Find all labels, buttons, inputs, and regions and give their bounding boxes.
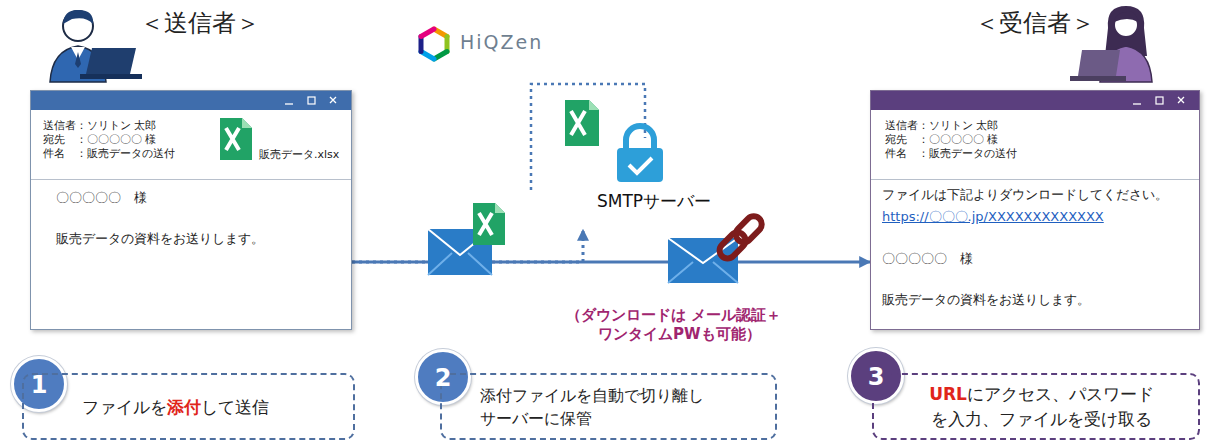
body-text: ファイルは下記よりダウンロードしてください。 [882,187,1168,203]
logo-mark [421,29,447,59]
excel-icon [473,203,505,245]
body-text: 〇〇〇〇〇 様 [56,190,147,206]
role-label: ＜送信者＞ [140,8,260,38]
step-number-text: 3 [851,363,901,392]
server-label: SMTPサーバー [597,191,711,211]
body-text: 〇〇〇〇〇 様 [882,251,973,267]
lock-icon [617,126,663,182]
header-text: 宛先 ：〇〇〇〇〇 様 [43,133,157,146]
step-number-text: 2 [418,364,468,393]
step-number: 2 [415,349,471,405]
separator [31,179,351,180]
header-text: 宛先 ：〇〇〇〇〇 様 [885,133,999,146]
file-name: 販売データ.xlsx [259,148,339,161]
header-text: 件名 ：販売データの送付 [43,147,175,160]
body-text: 販売データの資料をお送りします。 [882,292,1090,308]
title-bar [871,91,1199,110]
step-box: URLにアクセス、パスワード を入力、ファイルを受け取る [872,373,1200,440]
separator [871,179,1199,180]
step-box: ファイルを添付して送信 [22,373,355,440]
server-cloud: SMTPサーバー [478,48,763,230]
logo-text: HiQZen [460,31,543,55]
excel-icon [565,100,599,146]
header-text: 送信者：ソリトン 太郎 [43,119,157,132]
role-label: ＜受信者＞ [975,8,1095,38]
email-window: 送信者：ソリトン 太郎宛先 ：〇〇〇〇〇 様件名 ：販売データの送付ファイルは下… [870,90,1200,330]
body-text: 販売データの資料をお送りします。 [56,231,264,247]
header-text: 送信者：ソリトン 太郎 [885,119,999,132]
step-number-text: 1 [14,371,64,400]
title-bar [31,91,351,110]
step-text: 添付ファイルを自動で切り離し サーバーに保管 [480,384,735,430]
link-icon [716,213,765,262]
link-text: https://〇〇〇.jp/XXXXXXXXXXXXX [882,209,1104,225]
excel-icon [220,118,252,160]
step-text: ファイルを添付して送信 [82,397,269,417]
header-text: 件名 ：販売データの送付 [885,147,1017,160]
window-controls [277,91,347,110]
step-number: 3 [848,348,904,404]
step-box: 添付ファイルを自動で切り離し サーバーに保管 [440,373,777,440]
step-number: 1 [11,356,67,412]
email-window: 送信者：ソリトン 太郎宛先 ：〇〇〇〇〇 様件名 ：販売データの送付 販売データ.… [30,90,352,330]
sender-icon [50,10,142,82]
window-controls [1125,91,1195,110]
note-text: （ダウンロードは メール認証＋ワンタイムPWも可能） [566,306,878,344]
step-text: URLにアクセス、パスワード を入力、ファイルを受け取る [904,382,1179,431]
